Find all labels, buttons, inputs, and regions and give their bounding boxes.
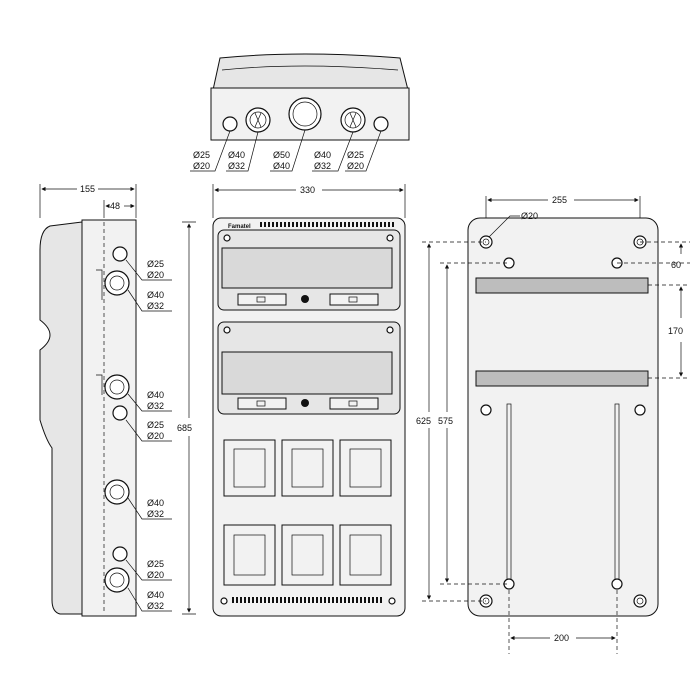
side-label-1a: Ø25 [147, 259, 164, 269]
back-dim-625: 625 [416, 416, 431, 426]
side-label-7a: Ø40 [147, 590, 164, 600]
top-label-2a: Ø40 [228, 150, 245, 160]
back-hole-label: Ø20 [521, 211, 538, 221]
side-dim-width: 155 [80, 184, 95, 194]
side-label-5a: Ø40 [147, 498, 164, 508]
side-label-2a: Ø40 [147, 290, 164, 300]
side-view: Ø25 Ø20 Ø40 Ø32 Ø40 Ø32 Ø25 Ø20 Ø40 Ø32 … [39, 184, 196, 617]
back-dim-200: 200 [554, 633, 569, 643]
side-dim-depth: 48 [110, 201, 120, 211]
side-label-6a: Ø25 [147, 559, 164, 569]
top-label-4a: Ø40 [314, 150, 331, 160]
top-label-4b: Ø32 [314, 161, 331, 171]
top-label-5a: Ø25 [347, 150, 364, 160]
side-label-3b: Ø32 [147, 401, 164, 411]
side-label-5b: Ø32 [147, 509, 164, 519]
top-label-3b: Ø40 [273, 161, 290, 171]
side-label-4b: Ø20 [147, 431, 164, 441]
socket-grid [223, 439, 392, 586]
top-label-1b: Ø20 [193, 161, 210, 171]
front-view: 330 Famatel [212, 184, 406, 617]
back-view: 255 Ø20 60 170 625 575 200 [416, 195, 690, 654]
back-dim-170: 170 [668, 326, 683, 336]
side-label-1b: Ø20 [147, 270, 164, 280]
back-dim-575: 575 [438, 416, 453, 426]
top-view: Ø25 Ø20 Ø40 Ø32 Ø50 Ø40 Ø40 Ø32 Ø25 Ø20 [190, 53, 410, 172]
side-label-7b: Ø32 [147, 601, 164, 611]
front-dim-width: 330 [300, 185, 315, 195]
side-label-6b: Ø20 [147, 570, 164, 580]
back-dim-top: 255 [552, 195, 567, 205]
top-label-3a: Ø50 [273, 150, 290, 160]
top-label-5b: Ø20 [347, 161, 364, 171]
side-label-3a: Ø40 [147, 390, 164, 400]
side-dim-height: 685 [177, 423, 192, 433]
back-dim-60: 60 [671, 260, 681, 270]
top-label-1a: Ø25 [193, 150, 210, 160]
front-brand: Famatel [228, 224, 251, 230]
side-label-4a: Ø25 [147, 420, 164, 430]
side-label-2b: Ø32 [147, 301, 164, 311]
top-label-2b: Ø32 [228, 161, 245, 171]
